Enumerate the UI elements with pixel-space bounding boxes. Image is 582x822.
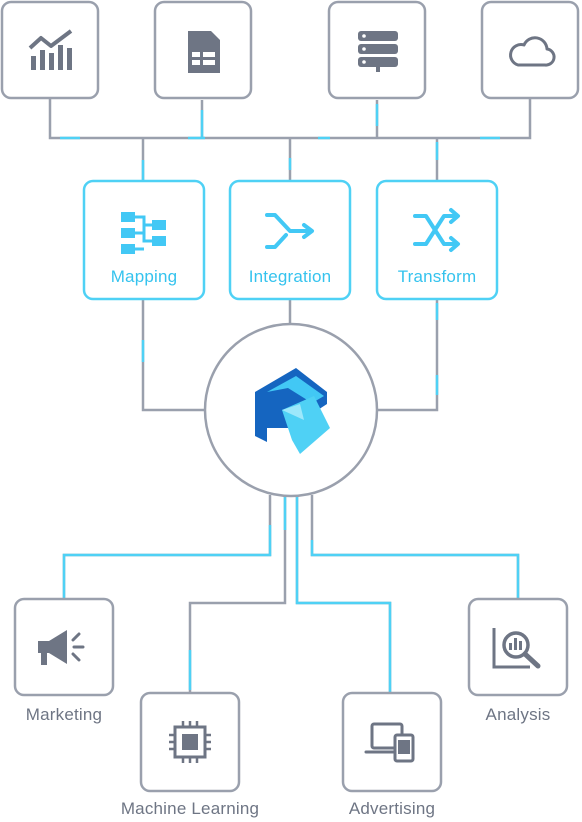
source-box-analytics: [0, 0, 100, 100]
output-box-machine-learning: [139, 691, 241, 793]
output-label-advertising: Advertising: [348, 799, 436, 818]
document-icon: [188, 31, 220, 73]
process-connector-highlights: [141, 303, 439, 395]
process-label-transform: Transform: [397, 267, 477, 286]
analysis-icon: [492, 628, 541, 669]
cloud-icon: [509, 36, 556, 67]
output-box-advertising: [341, 691, 443, 793]
output-label-analysis: Analysis: [485, 705, 551, 724]
process-connectors: [141, 300, 439, 412]
output-label-marketing: Marketing: [25, 705, 103, 724]
output-connectors-highlight: [62, 497, 520, 694]
process-label-integration: Integration: [248, 267, 332, 286]
central-hub: [203, 322, 379, 498]
output-connectors-base: [62, 495, 520, 694]
source-box-cloud: [480, 0, 580, 100]
source-connector-highlights: [60, 104, 500, 181]
process-label-mapping: Mapping: [110, 267, 178, 286]
process-box-transform: [375, 179, 499, 301]
source-box-document: [153, 0, 253, 100]
process-box-mapping: [82, 179, 206, 301]
source-box-server: [327, 0, 427, 100]
chip-icon: [169, 721, 211, 763]
line-chart-icon: [28, 29, 73, 70]
output-box-analysis: [467, 597, 569, 697]
brand-logo-icon: [255, 368, 330, 454]
output-label-machine-learning: Machine Learning: [120, 799, 260, 818]
process-box-integration: [228, 179, 352, 301]
megaphone-icon: [38, 630, 85, 665]
transform-icon: [413, 208, 460, 252]
output-box-marketing: [13, 597, 115, 697]
mapping-icon: [121, 212, 166, 254]
integration-icon: [265, 213, 314, 249]
devices-icon: [364, 722, 415, 763]
server-icon: [358, 31, 398, 72]
